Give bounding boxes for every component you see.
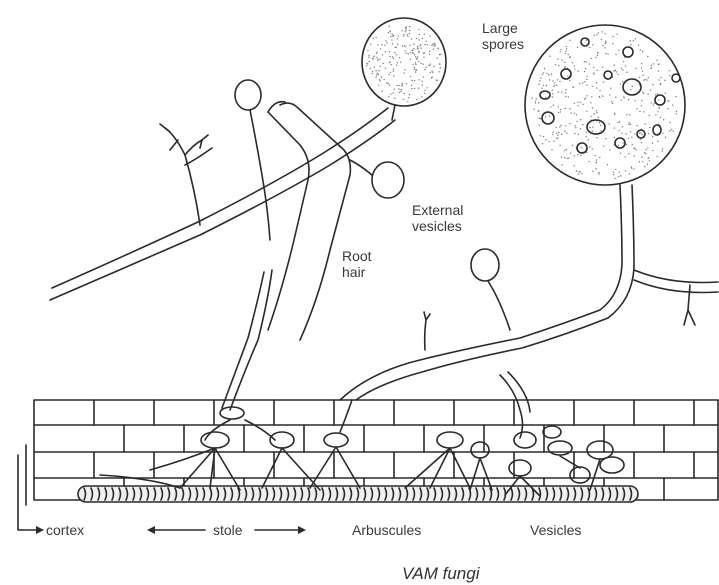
figure-caption: VAM fungi (402, 564, 480, 584)
stele-band (78, 486, 638, 502)
cortex-arrow (18, 520, 44, 534)
label-large-spores: Large spores (482, 20, 552, 52)
small-spore (235, 80, 270, 240)
label-cortex: cortex (46, 522, 84, 538)
label-stole: stole (213, 522, 243, 538)
large-spore-1 (362, 18, 446, 120)
cortex-cell-walls (94, 400, 694, 500)
label-external-vesicles: External vesicles (412, 202, 492, 234)
root-hair (268, 102, 350, 340)
label-root-hair: Root hair (342, 248, 392, 280)
external-vesicle-right (471, 249, 510, 330)
hypha-right (340, 185, 718, 400)
label-vesicles: Vesicles (530, 522, 581, 538)
branched-hypha (160, 124, 212, 225)
external-vesicle-mid (350, 160, 404, 198)
label-arbuscules: Arbuscules (352, 522, 421, 538)
small-hypha-branch (424, 312, 430, 350)
